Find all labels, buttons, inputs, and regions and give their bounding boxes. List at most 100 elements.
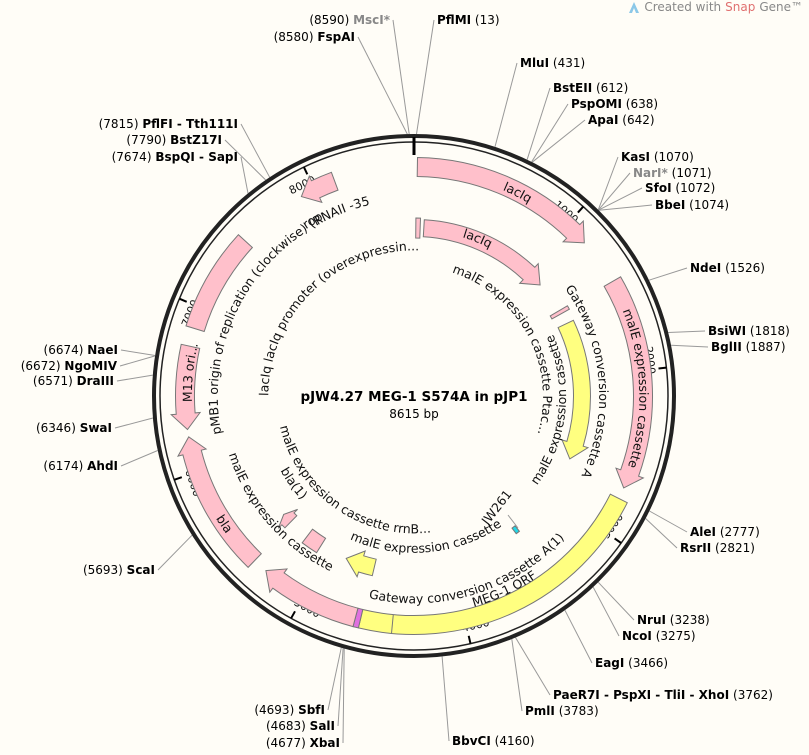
- paren: (: [622, 97, 631, 111]
- site-position: 6674: [48, 343, 79, 357]
- feature-rop[interactable]: [300, 171, 339, 204]
- restriction-site-scai[interactable]: (5693) ScaI: [83, 563, 155, 577]
- restriction-site-ncoi[interactable]: NcoI (3275): [622, 629, 696, 643]
- paren: ): [760, 261, 765, 275]
- restriction-site-pmli[interactable]: PmlI (3783): [525, 704, 599, 718]
- feature-laciq[interactable]: [416, 156, 585, 244]
- restriction-site-pflmi[interactable]: PflMI (13): [437, 13, 500, 27]
- restriction-site-swai[interactable]: (6346) SwaI: [36, 421, 112, 435]
- site-leader-line: [671, 344, 709, 348]
- restriction-site-bbei[interactable]: BbeI (1074): [655, 198, 729, 212]
- paren: ): [345, 13, 354, 27]
- restriction-site-eagi[interactable]: EagI (3466): [595, 656, 668, 670]
- restriction-site-bbvci[interactable]: BbvCI (4160): [452, 734, 535, 748]
- paren: ): [580, 56, 585, 70]
- paren: (: [555, 704, 564, 718]
- restriction-site-kasi[interactable]: KasI (1070): [621, 150, 694, 164]
- feature-male-expression-cassette[interactable]: [345, 550, 377, 579]
- restriction-site-bsteii[interactable]: BstEII (612): [553, 81, 628, 95]
- restriction-site-msci-[interactable]: (8590) MscI*: [309, 13, 390, 27]
- paren: ): [79, 459, 88, 473]
- paren: ): [750, 541, 755, 555]
- site-position: 4677: [271, 736, 302, 750]
- site-leader-line: [531, 119, 586, 163]
- feature-label: malE expression cassette Ptac...: [451, 261, 555, 437]
- restriction-site-rsrii[interactable]: RsrII (2821): [680, 541, 755, 555]
- site-leader-line: [240, 123, 271, 178]
- feature-bla-1-[interactable]: [277, 508, 298, 529]
- paren: ): [724, 198, 729, 212]
- site-leader-line: [494, 62, 518, 147]
- paren: (: [99, 117, 104, 131]
- paren: ): [530, 734, 535, 748]
- feature-male-expression-cassette[interactable]: [603, 276, 653, 489]
- restriction-site-nrui[interactable]: NruI (3238): [637, 613, 710, 627]
- feature-bla[interactable]: [177, 436, 263, 569]
- paren: ): [147, 150, 156, 164]
- paren: (: [126, 133, 131, 147]
- feature-laciq[interactable]: [422, 219, 541, 286]
- restriction-site-draiii[interactable]: (6571) DraIII: [33, 374, 114, 388]
- restriction-site-nari-[interactable]: NarI* (1071): [633, 166, 712, 180]
- paren: ): [301, 736, 310, 750]
- paren: (: [666, 613, 675, 627]
- site-name: DraIII: [77, 374, 114, 388]
- paren: ): [301, 719, 310, 733]
- paren: (: [618, 113, 627, 127]
- feature-jw261[interactable]: [511, 525, 521, 535]
- feature-male-expression-cassette-ptac[interactable]: [549, 305, 571, 320]
- paren: (: [668, 166, 677, 180]
- restriction-site-pflfi-tth111i[interactable]: (7815) PflFI - Tth111I: [99, 117, 238, 131]
- restriction-site-alei[interactable]: AleI (2777): [690, 525, 760, 539]
- site-position: 6672: [25, 359, 56, 373]
- site-position: 1071: [676, 166, 707, 180]
- paren: (: [112, 150, 117, 164]
- paren: (: [716, 525, 725, 539]
- restriction-site-bstz17i[interactable]: (7790) BstZ17I: [126, 133, 222, 147]
- restriction-site-ndei[interactable]: NdeI (1526): [690, 261, 765, 275]
- feature-male-expression-cassette-rrnb[interactable]: [301, 528, 327, 554]
- tick-mark: [290, 610, 296, 619]
- site-name: SfoI: [645, 181, 672, 195]
- site-position: 612: [601, 81, 624, 95]
- paren: (: [549, 56, 558, 70]
- site-name: AhdI: [87, 459, 118, 473]
- snapgene-logo-icon: [629, 2, 640, 13]
- paren: (: [83, 563, 88, 577]
- restriction-site-naei[interactable]: (6674) NaeI: [44, 343, 118, 357]
- paren: (: [471, 13, 480, 27]
- restriction-site-paer7i-pspxi-tlii-xhoi[interactable]: PaeR7I - PspXI - TliI - XhoI (3762): [553, 688, 773, 702]
- site-position: 4693: [259, 703, 290, 717]
- restriction-site-sfoi[interactable]: SfoI (1072): [645, 181, 715, 195]
- feature-laciq-promoter[interactable]: [415, 217, 422, 239]
- restriction-site-bglii[interactable]: BglII (1887): [711, 340, 786, 354]
- feature-m13-ori[interactable]: [170, 343, 202, 431]
- restriction-site-sali[interactable]: (4683) SalI: [266, 719, 335, 733]
- site-leader-line: [531, 103, 569, 163]
- restriction-site-ngomiv[interactable]: (6672) NgoMIV: [21, 359, 118, 373]
- paren: (: [624, 656, 633, 670]
- feature-male-expression-cassette[interactable]: [265, 568, 359, 628]
- feature-pmb1-origin-of-replication[interactable]: [185, 233, 254, 333]
- site-name: PaeR7I - PspXI - TliI - XhoI: [553, 688, 729, 702]
- restriction-site-bsiwi[interactable]: BsiWI (1818): [708, 324, 790, 338]
- restriction-site-pspomi[interactable]: PspOMI (638): [571, 97, 658, 111]
- restriction-site-sbfi[interactable]: (4693) SbfI: [254, 703, 325, 717]
- site-leader-line: [120, 450, 158, 467]
- restriction-site-bspqi-sapi[interactable]: (7674) BspQI - SapI: [112, 150, 238, 164]
- restriction-site-ahdi[interactable]: (6174) AhdI: [43, 459, 118, 473]
- restriction-site-mlui[interactable]: MluI (431): [520, 56, 585, 70]
- paren: ): [663, 656, 668, 670]
- site-name: ApaI: [588, 113, 618, 127]
- site-leader-line: [240, 156, 249, 194]
- site-name: SalI: [310, 719, 335, 733]
- site-name: NgoMIV: [64, 359, 117, 373]
- paren: (: [254, 703, 259, 717]
- paren: ): [594, 704, 599, 718]
- restriction-site-apai[interactable]: ApaI (642): [588, 113, 655, 127]
- restriction-site-xbai[interactable]: (4677) XbaI: [266, 736, 340, 750]
- feature-gateway-conversion-cassette-a[interactable]: [557, 319, 591, 460]
- restriction-site-fspai[interactable]: (8580) FspAI: [274, 30, 355, 44]
- credit-prefix: Created with: [644, 0, 722, 14]
- paren: ): [495, 13, 500, 27]
